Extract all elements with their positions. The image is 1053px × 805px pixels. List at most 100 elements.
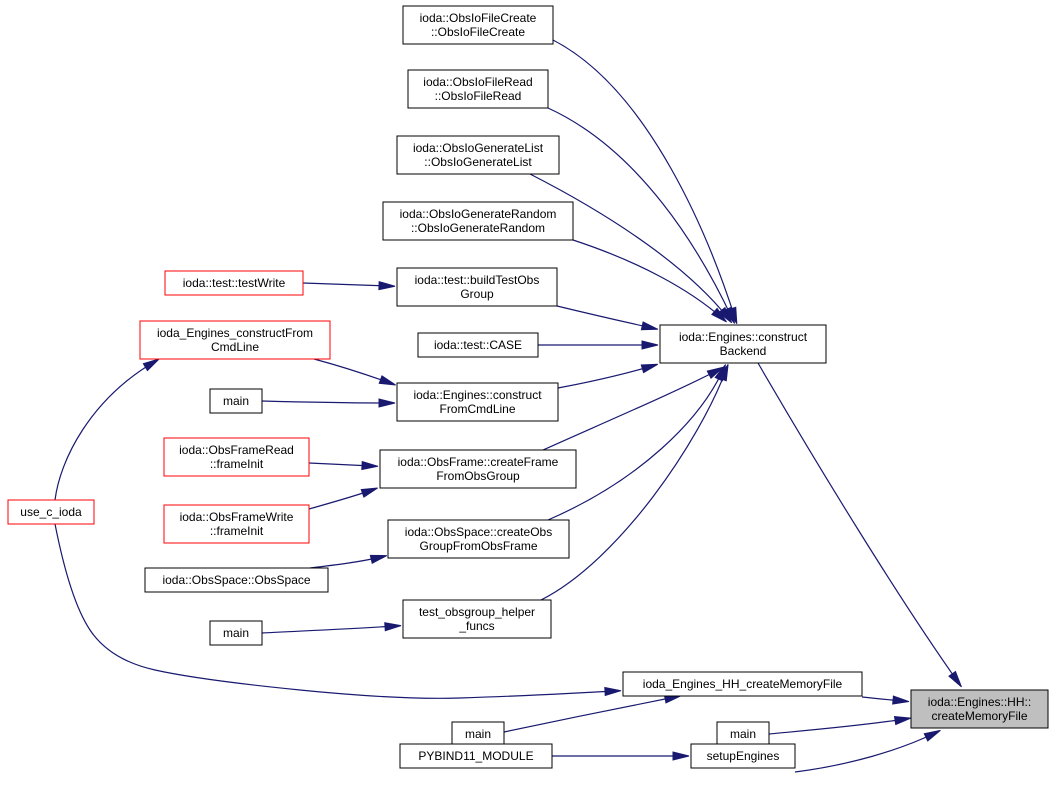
edge-useCIoda-to-hhCreateMemoryFileC bbox=[54, 523, 622, 699]
node-main4[interactable]: main bbox=[716, 721, 770, 747]
node-label: ioda::ObsFrameRead bbox=[179, 443, 294, 457]
node-label: setupEngines bbox=[707, 749, 780, 763]
node-obsFrameWriteInit[interactable]: ioda::ObsFrameWrite::frameInit bbox=[163, 504, 310, 544]
node-obsIoFileRead[interactable]: ioda::ObsIoFileRead::ObsIoFileRead bbox=[407, 69, 549, 109]
node-box[interactable] bbox=[659, 324, 827, 364]
node-label: FromCmdLine bbox=[439, 402, 515, 416]
node-testObsgroupHelper[interactable]: test_obsgroup_helper_funcs bbox=[402, 599, 552, 639]
node-obsSpaceCtor[interactable]: ioda::ObsSpace::ObsSpace bbox=[144, 567, 329, 593]
node-main1[interactable]: main bbox=[209, 388, 263, 414]
node-obsIoFileCreate[interactable]: ioda::ObsIoFileCreate::ObsIoFileCreate bbox=[402, 5, 554, 45]
node-hhCreateMemoryFileC[interactable]: ioda_Engines_HH_createMemoryFile bbox=[622, 671, 863, 697]
edge-createFrameFromObsGroup-to-constructBackend bbox=[542, 366, 724, 451]
edge-line bbox=[547, 369, 724, 521]
edge-line bbox=[557, 365, 653, 389]
node-label: use_c_ioda bbox=[20, 505, 82, 519]
node-label: test_obsgroup_helper bbox=[419, 605, 535, 619]
node-box[interactable] bbox=[402, 5, 554, 45]
arrowhead bbox=[717, 306, 733, 324]
edge-line bbox=[529, 173, 729, 319]
node-box[interactable] bbox=[144, 567, 329, 593]
node-box[interactable] bbox=[387, 519, 570, 559]
edge-line bbox=[794, 732, 936, 773]
arrowhead bbox=[604, 686, 622, 697]
node-box[interactable] bbox=[417, 332, 539, 358]
node-box[interactable] bbox=[163, 437, 310, 477]
node-testCase[interactable]: ioda::test::CASE bbox=[417, 332, 539, 358]
edge-obsFrameReadInit-to-createFrameFromObsGroup bbox=[308, 460, 379, 471]
arrowhead bbox=[641, 340, 659, 350]
node-label: PYBIND11_MODULE bbox=[418, 749, 533, 763]
node-main2[interactable]: main bbox=[209, 620, 263, 646]
node-label: ioda::test::CASE bbox=[434, 338, 522, 352]
node-useCIoda[interactable]: use_c_ioda bbox=[7, 499, 95, 525]
node-box[interactable] bbox=[910, 689, 1049, 729]
node-createMemoryFile[interactable]: ioda::Engines::HH::createMemoryFile bbox=[910, 689, 1049, 729]
node-setupEngines[interactable]: setupEngines bbox=[690, 743, 796, 769]
node-label: ioda_Engines_constructFrom bbox=[157, 326, 313, 340]
node-box[interactable] bbox=[407, 69, 549, 109]
node-createObsGroupFromObsFrame[interactable]: ioda::ObsSpace::createObsGroupFromObsFra… bbox=[387, 519, 570, 559]
node-box[interactable] bbox=[139, 320, 331, 360]
node-obsIoGenerateRandom[interactable]: ioda::ObsIoGenerateRandom::ObsIoGenerate… bbox=[382, 201, 574, 241]
edge-testObsgroupHelper-to-constructBackend bbox=[540, 364, 729, 601]
node-box[interactable] bbox=[396, 382, 559, 422]
arrowhead bbox=[378, 398, 396, 408]
node-label: main bbox=[465, 727, 491, 741]
node-label: ::ObsIoGenerateRandom bbox=[411, 221, 545, 235]
node-box[interactable] bbox=[402, 599, 552, 639]
node-label: ioda::ObsIoGenerateRandom bbox=[400, 207, 557, 221]
node-box[interactable] bbox=[164, 270, 304, 296]
node-box[interactable] bbox=[716, 721, 770, 747]
arrowhead bbox=[706, 366, 724, 379]
node-box[interactable] bbox=[7, 499, 95, 525]
edge-line bbox=[54, 361, 155, 501]
edge-obsFrameWriteInit-to-createFrameFromObsGroup bbox=[308, 487, 378, 510]
edge-obsIoGenerateRandom-to-constructBackend bbox=[572, 239, 727, 323]
node-label: main bbox=[223, 626, 249, 640]
edge-line bbox=[757, 362, 959, 683]
node-box[interactable] bbox=[396, 267, 558, 307]
node-main3[interactable]: main bbox=[451, 721, 505, 747]
arrowhead bbox=[923, 729, 941, 742]
edge-constructFromCmdLineC-to-constructFromCmdLine bbox=[313, 358, 396, 386]
node-box[interactable] bbox=[396, 135, 560, 175]
arrowhead bbox=[142, 358, 160, 372]
node-label: ioda::ObsFrame::createFrame bbox=[398, 455, 559, 469]
node-box[interactable] bbox=[209, 388, 263, 414]
edge-hhCreateMemoryFileC-to-createMemoryFile bbox=[861, 695, 910, 705]
node-label: ::ObsIoFileRead bbox=[435, 89, 522, 103]
node-box[interactable] bbox=[163, 504, 310, 544]
node-obsIoGenerateList[interactable]: ioda::ObsIoGenerateList::ObsIoGenerateLi… bbox=[396, 135, 560, 175]
edge-constructFromCmdLine-to-constructBackend bbox=[557, 363, 659, 389]
edge-obsIoFileRead-to-constructBackend bbox=[547, 107, 736, 324]
node-box[interactable] bbox=[399, 743, 553, 769]
node-obsFrameReadInit[interactable]: ioda::ObsFrameRead::frameInit bbox=[163, 437, 310, 477]
node-box[interactable] bbox=[622, 671, 863, 697]
node-box[interactable] bbox=[690, 743, 796, 769]
node-label: ::frameInit bbox=[210, 457, 264, 471]
node-label: main bbox=[730, 727, 756, 741]
node-box[interactable] bbox=[451, 721, 505, 747]
edge-buildTestObsGroup-to-constructBackend bbox=[556, 305, 659, 331]
edge-line bbox=[261, 400, 390, 404]
node-label: Backend bbox=[720, 344, 767, 358]
node-box[interactable] bbox=[379, 449, 577, 489]
edge-main3-to-hhCreateMemoryFileC bbox=[503, 694, 682, 733]
arrowhead bbox=[948, 670, 962, 688]
node-pybind11Module[interactable]: PYBIND11_MODULE bbox=[399, 743, 553, 769]
node-label: ::frameInit bbox=[210, 524, 264, 538]
node-testWrite[interactable]: ioda::test::testWrite bbox=[164, 270, 304, 296]
arrowhead bbox=[892, 695, 910, 705]
edge-line bbox=[542, 369, 719, 451]
arrowhead bbox=[640, 363, 659, 374]
node-box[interactable] bbox=[209, 620, 263, 646]
edge-useCIoda-to-constructFromCmdLineC bbox=[54, 358, 160, 501]
node-box[interactable] bbox=[382, 201, 574, 241]
node-label: ioda_Engines_HH_createMemoryFile bbox=[643, 677, 843, 691]
